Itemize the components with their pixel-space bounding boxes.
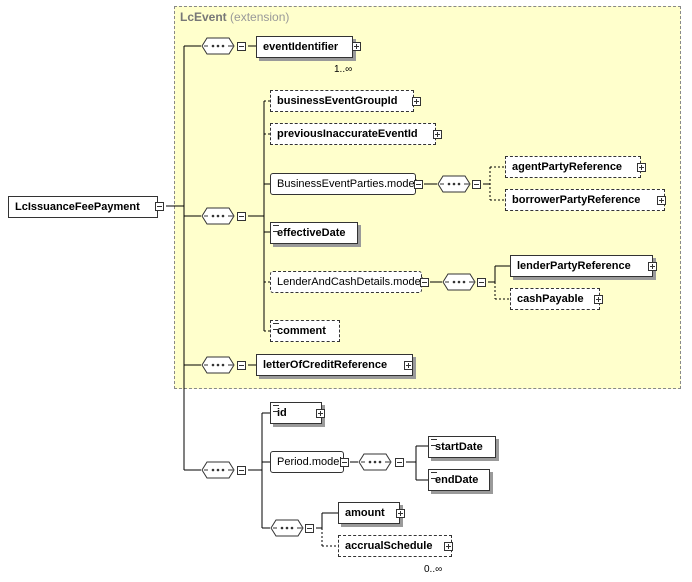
extension-label: (extension) <box>230 10 290 24</box>
collapse-toggle[interactable] <box>305 524 314 533</box>
collapse-toggle[interactable] <box>237 361 246 370</box>
expand-toggle[interactable] <box>444 542 453 551</box>
expand-toggle[interactable] <box>412 97 421 106</box>
collapse-toggle[interactable] <box>237 42 246 51</box>
cardinality-label: 0..∞ <box>424 564 443 575</box>
element-comment[interactable]: comment <box>270 320 340 342</box>
collapse-toggle[interactable] <box>395 458 404 467</box>
group-lender-and-cash-details[interactable]: LenderAndCashDetails.model <box>270 271 424 293</box>
element-eventIdentifier[interactable]: eventIdentifier <box>256 36 353 58</box>
collapse-toggle[interactable] <box>155 202 164 211</box>
element-letterOfCreditReference[interactable]: letterOfCreditReference <box>256 354 413 376</box>
expand-toggle[interactable] <box>594 295 603 304</box>
element-effectiveDate[interactable]: effectiveDate <box>270 222 358 244</box>
element-amount[interactable]: amount <box>338 502 400 524</box>
element-label: businessEventGroupId <box>277 95 398 107</box>
element-borrowerPartyReference[interactable]: borrowerPartyReference <box>505 189 665 211</box>
collapse-toggle[interactable] <box>472 180 481 189</box>
element-cashPayable[interactable]: cashPayable <box>510 288 600 310</box>
element-label: previousInaccurateEventId <box>277 128 418 140</box>
expand-toggle[interactable] <box>396 509 405 518</box>
expand-toggle[interactable] <box>352 42 361 51</box>
expand-toggle[interactable] <box>657 196 666 205</box>
expand-toggle[interactable] <box>404 361 413 370</box>
element-label: letterOfCreditReference <box>263 359 388 371</box>
collapse-toggle[interactable] <box>420 278 429 287</box>
group-label: BusinessEventParties.model <box>277 178 418 190</box>
element-agentPartyReference[interactable]: agentPartyReference <box>505 156 641 178</box>
expand-toggle[interactable] <box>433 130 442 139</box>
collapse-toggle[interactable] <box>340 458 349 467</box>
element-label: accrualSchedule <box>345 540 433 552</box>
element-label: comment <box>277 325 326 337</box>
element-previousInaccurateEventId[interactable]: previousInaccurateEventId <box>270 123 436 145</box>
extension-title: LcEvent (extension) <box>180 10 289 24</box>
element-endDate[interactable]: endDate <box>428 469 490 491</box>
group-label: LenderAndCashDetails.model <box>277 276 424 288</box>
collapse-toggle[interactable] <box>237 466 246 475</box>
element-label: borrowerPartyReference <box>512 194 641 206</box>
element-label: amount <box>345 507 385 519</box>
extension-name: LcEvent <box>180 10 227 24</box>
element-accrualSchedule[interactable]: accrualSchedule <box>338 535 452 557</box>
cardinality-label: 1..∞ <box>334 64 353 75</box>
group-business-event-parties[interactable]: BusinessEventParties.model <box>270 173 418 195</box>
root-element-label: LcIssuanceFeePayment <box>15 201 140 213</box>
collapse-toggle[interactable] <box>237 212 246 221</box>
expand-toggle[interactable] <box>648 262 657 271</box>
element-label: id <box>277 407 287 419</box>
element-label: eventIdentifier <box>263 41 339 53</box>
group-label: Period.model <box>277 456 342 468</box>
expand-toggle[interactable] <box>316 409 325 418</box>
element-label: endDate <box>435 474 479 486</box>
element-label: effectiveDate <box>277 227 346 239</box>
element-label: agentPartyReference <box>512 161 623 173</box>
element-lenderPartyReference[interactable]: lenderPartyReference <box>510 255 653 277</box>
element-label: lenderPartyReference <box>517 260 631 272</box>
root-element[interactable]: LcIssuanceFeePayment <box>8 196 158 218</box>
element-label: cashPayable <box>517 293 584 305</box>
element-id[interactable]: id <box>270 402 322 424</box>
collapse-toggle[interactable] <box>414 180 423 189</box>
element-businessEventGroupId[interactable]: businessEventGroupId <box>270 90 414 112</box>
group-period[interactable]: Period.model <box>270 451 344 473</box>
collapse-toggle[interactable] <box>477 278 486 287</box>
expand-toggle[interactable] <box>637 163 646 172</box>
element-startDate[interactable]: startDate <box>428 436 496 458</box>
element-label: startDate <box>435 441 483 453</box>
